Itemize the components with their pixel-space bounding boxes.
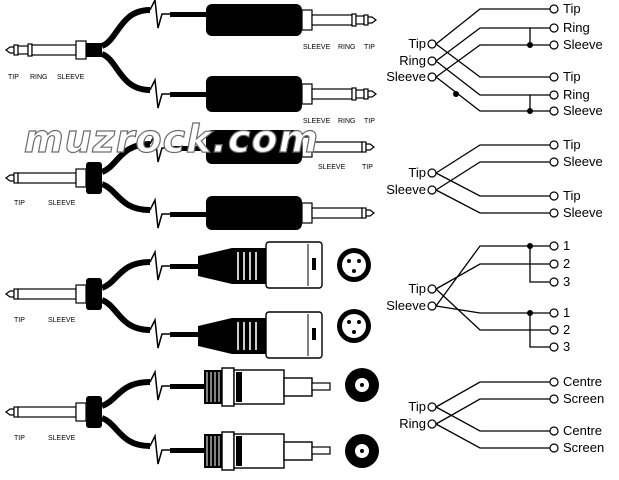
out-b-tip-label: Tip	[563, 188, 581, 203]
in-sleeve-label: Sleeve	[386, 298, 426, 313]
in-tip-label: Tip	[408, 36, 426, 51]
cable-break-mark	[149, 77, 170, 109]
source-ring-label: RING	[30, 74, 48, 81]
source-ts-plug	[5, 141, 151, 213]
dest-rca-plug-b	[204, 431, 379, 471]
out-a-ring-label: Ring	[563, 20, 590, 35]
source-tip-label: TIP	[14, 317, 25, 324]
source-sleeve-label: SLEEVE	[48, 200, 76, 207]
out-a-pin3-label: 3	[563, 274, 570, 289]
in-tip-label: Tip	[408, 165, 426, 180]
out-b-pin1-label: 1	[563, 305, 570, 320]
out-a-sleeve-label: Sleeve	[563, 37, 603, 52]
dest-xlr-plug-b	[198, 309, 371, 359]
section-ts-to-2rca: TIP SLEEVE	[5, 367, 604, 471]
cable-break-mark	[149, 0, 170, 29]
source-ts-plug	[5, 259, 151, 333]
dest-ts-plug-a	[206, 130, 375, 164]
source-tip-label: TIP	[14, 435, 25, 442]
wiring-schematic-4	[435, 381, 550, 449]
watermark-text: muzrock.com	[24, 117, 319, 161]
source-ts-plug	[5, 379, 151, 449]
source-sleeve-label: SLEEVE	[57, 74, 85, 81]
dest-a-tip-label: TIP	[362, 164, 373, 171]
out-a-sleeve-label: Sleeve	[563, 154, 603, 169]
source-sleeve-label: SLEEVE	[48, 317, 76, 324]
dest-b-tip-label: TIP	[364, 118, 375, 125]
source-sleeve-label: SLEEVE	[48, 435, 76, 442]
section-ts-to-2ts: TIP SLEEVE SLEEVE TIP	[5, 130, 603, 230]
dest-a-sleeve-label: SLEEVE	[318, 164, 346, 171]
in-sleeve-label: Sleeve	[386, 182, 426, 197]
out-a-screen-label: Screen	[563, 391, 604, 406]
wiring-schematic-1	[435, 8, 550, 112]
out-a-pin2-label: 2	[563, 256, 570, 271]
out-b-sleeve-label: Sleeve	[563, 205, 603, 220]
out-b-tip-label: Tip	[563, 69, 581, 84]
in-sleeve-label: Sleeve	[386, 69, 426, 84]
source-tip-label: TIP	[14, 200, 25, 207]
out-b-screen-label: Screen	[563, 440, 604, 455]
dest-rca-plug-a	[204, 367, 379, 407]
out-a-tip-label: Tip	[563, 1, 581, 16]
source-trs-plug	[5, 7, 151, 93]
in-tip-label: Tip	[408, 399, 426, 414]
out-b-centre-label: Centre	[563, 423, 602, 438]
in-ring-label: Ring	[399, 53, 426, 68]
dest-trs-plug-b	[206, 76, 377, 112]
wiring-schematic-3	[435, 245, 550, 348]
dest-trs-plug-a	[206, 4, 377, 36]
dest-a-sleeve-label: SLEEVE	[303, 44, 331, 51]
out-b-pin2-label: 2	[563, 322, 570, 337]
out-a-pin1-label: 1	[563, 238, 570, 253]
dest-a-ring-label: RING	[338, 44, 356, 51]
section-trs-to-2trs: TIP RING SLEEVE SLEEVE RING TIP	[5, 0, 603, 125]
dest-b-sleeve-label: SLEEVE	[303, 118, 331, 125]
out-a-tip-label: Tip	[563, 137, 581, 152]
in-ring-label: Ring	[399, 416, 426, 431]
in-tip-label: Tip	[408, 281, 426, 296]
out-b-sleeve-label: Sleeve	[563, 103, 603, 118]
out-b-pin3-label: 3	[563, 339, 570, 354]
dest-xlr-plug-a	[198, 241, 371, 289]
out-b-ring-label: Ring	[563, 87, 590, 102]
dest-ts-plug-b	[206, 196, 375, 230]
section-ts-to-2xlr: TIP SLEEVE	[5, 238, 570, 359]
dest-a-tip-label: TIP	[364, 44, 375, 51]
wiring-schematic-2	[435, 144, 550, 214]
out-a-centre-label: Centre	[563, 374, 602, 389]
source-tip-label: TIP	[8, 74, 19, 81]
dest-b-ring-label: RING	[338, 118, 356, 125]
